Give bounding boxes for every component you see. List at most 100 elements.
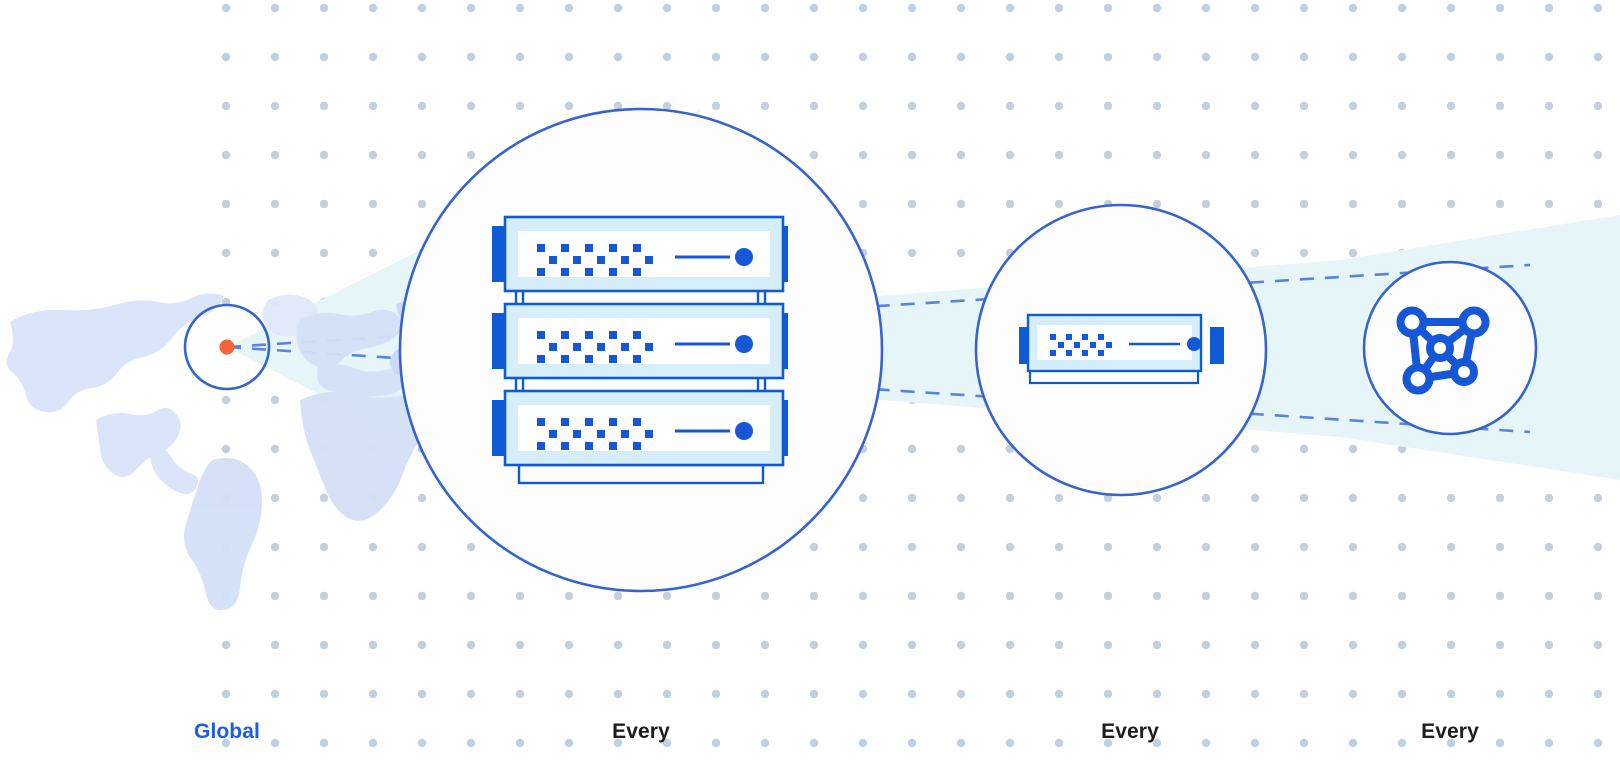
- service-node[interactable]: [1362, 260, 1538, 436]
- grid-dot: [1348, 640, 1358, 650]
- grid-dot: [662, 101, 672, 111]
- grid-dot: [1103, 542, 1113, 552]
- grid-dot: [809, 52, 819, 62]
- grid-dot: [319, 199, 329, 209]
- grid-dot: [1201, 52, 1211, 62]
- grid-dot: [1299, 52, 1309, 62]
- grid-dot: [1593, 52, 1603, 62]
- grid-dot: [1250, 199, 1260, 209]
- grid-dot: [1495, 150, 1505, 160]
- grid-dot: [662, 52, 672, 62]
- grid-dot: [662, 738, 672, 748]
- grid-dot: [1397, 199, 1407, 209]
- data-center-node[interactable]: [398, 107, 884, 593]
- grid-dot: [613, 640, 623, 650]
- grid-dot: [1397, 640, 1407, 650]
- grid-dot: [1348, 738, 1358, 748]
- grid-dot: [1005, 689, 1015, 699]
- grid-dot: [1005, 640, 1015, 650]
- grid-dot: [221, 248, 231, 258]
- grid-dot: [466, 101, 476, 111]
- grid-dot: [1152, 101, 1162, 111]
- grid-dot: [1005, 591, 1015, 601]
- grid-dot: [956, 689, 966, 699]
- grid-dot: [1103, 3, 1113, 13]
- grid-dot: [1152, 689, 1162, 699]
- grid-dot: [1495, 199, 1505, 209]
- grid-dot: [1299, 101, 1309, 111]
- grid-dot: [466, 738, 476, 748]
- grid-dot: [1495, 640, 1505, 650]
- grid-dot: [1201, 3, 1211, 13]
- led-matrix: [537, 418, 653, 450]
- grid-dot: [907, 689, 917, 699]
- grid-dot: [1201, 542, 1211, 552]
- grid-dot: [319, 542, 329, 552]
- grid-dot: [270, 150, 280, 160]
- grid-dot: [1054, 689, 1064, 699]
- grid-dot: [368, 591, 378, 601]
- grid-dot: [221, 52, 231, 62]
- grid-dot: [1152, 52, 1162, 62]
- grid-dot: [270, 395, 280, 405]
- grid-dot: [711, 3, 721, 13]
- grid-dot: [1593, 150, 1603, 160]
- grid-dot: [956, 738, 966, 748]
- grid-dot: [270, 738, 280, 748]
- grid-dot: [417, 640, 427, 650]
- grid-dot: [319, 493, 329, 503]
- grid-dot: [1103, 591, 1113, 601]
- grid-dot: [956, 101, 966, 111]
- grid-dot: [1250, 150, 1260, 160]
- grid-dot: [1544, 542, 1554, 552]
- grid-dot: [1201, 738, 1211, 748]
- grid-dot: [809, 591, 819, 601]
- grid-dot: [319, 689, 329, 699]
- server-node[interactable]: [974, 203, 1268, 497]
- grid-dot: [711, 101, 721, 111]
- grid-dot: [1103, 150, 1113, 160]
- grid-dot: [711, 591, 721, 601]
- grid-dot: [319, 640, 329, 650]
- grid-dot: [1446, 493, 1456, 503]
- grid-dot: [858, 542, 868, 552]
- grid-dot: [809, 101, 819, 111]
- grid-dot: [613, 591, 623, 601]
- grid-dot: [368, 542, 378, 552]
- grid-dot: [907, 640, 917, 650]
- grid-dot: [1299, 640, 1309, 650]
- grid-dot: [907, 199, 917, 209]
- grid-dot: [1005, 199, 1015, 209]
- grid-dot: [1446, 640, 1456, 650]
- grid-dot: [319, 248, 329, 258]
- grid-dot: [270, 101, 280, 111]
- grid-dot: [1348, 689, 1358, 699]
- grid-dot: [1201, 591, 1211, 601]
- grid-dot: [809, 640, 819, 650]
- grid-dot: [1299, 444, 1309, 454]
- grid-dot: [613, 52, 623, 62]
- grid-dot: [711, 52, 721, 62]
- grid-dot: [613, 3, 623, 13]
- grid-dot: [564, 52, 574, 62]
- grid-dot: [1299, 150, 1309, 160]
- grid-dot: [368, 738, 378, 748]
- grid-dot: [417, 493, 427, 503]
- grid-dot: [1005, 52, 1015, 62]
- grid-dot: [270, 199, 280, 209]
- grid-dot: [1103, 52, 1113, 62]
- grid-dot: [613, 689, 623, 699]
- grid-dot: [564, 3, 574, 13]
- grid-dot: [760, 101, 770, 111]
- grid-dot: [417, 3, 427, 13]
- grid-dot: [368, 689, 378, 699]
- server-unit-icon: [1019, 313, 1224, 385]
- grid-dot: [1495, 542, 1505, 552]
- grid-dot: [1201, 493, 1211, 503]
- grid-dot: [368, 248, 378, 258]
- grid-dot: [1593, 542, 1603, 552]
- grid-dot: [417, 101, 427, 111]
- grid-dot: [417, 738, 427, 748]
